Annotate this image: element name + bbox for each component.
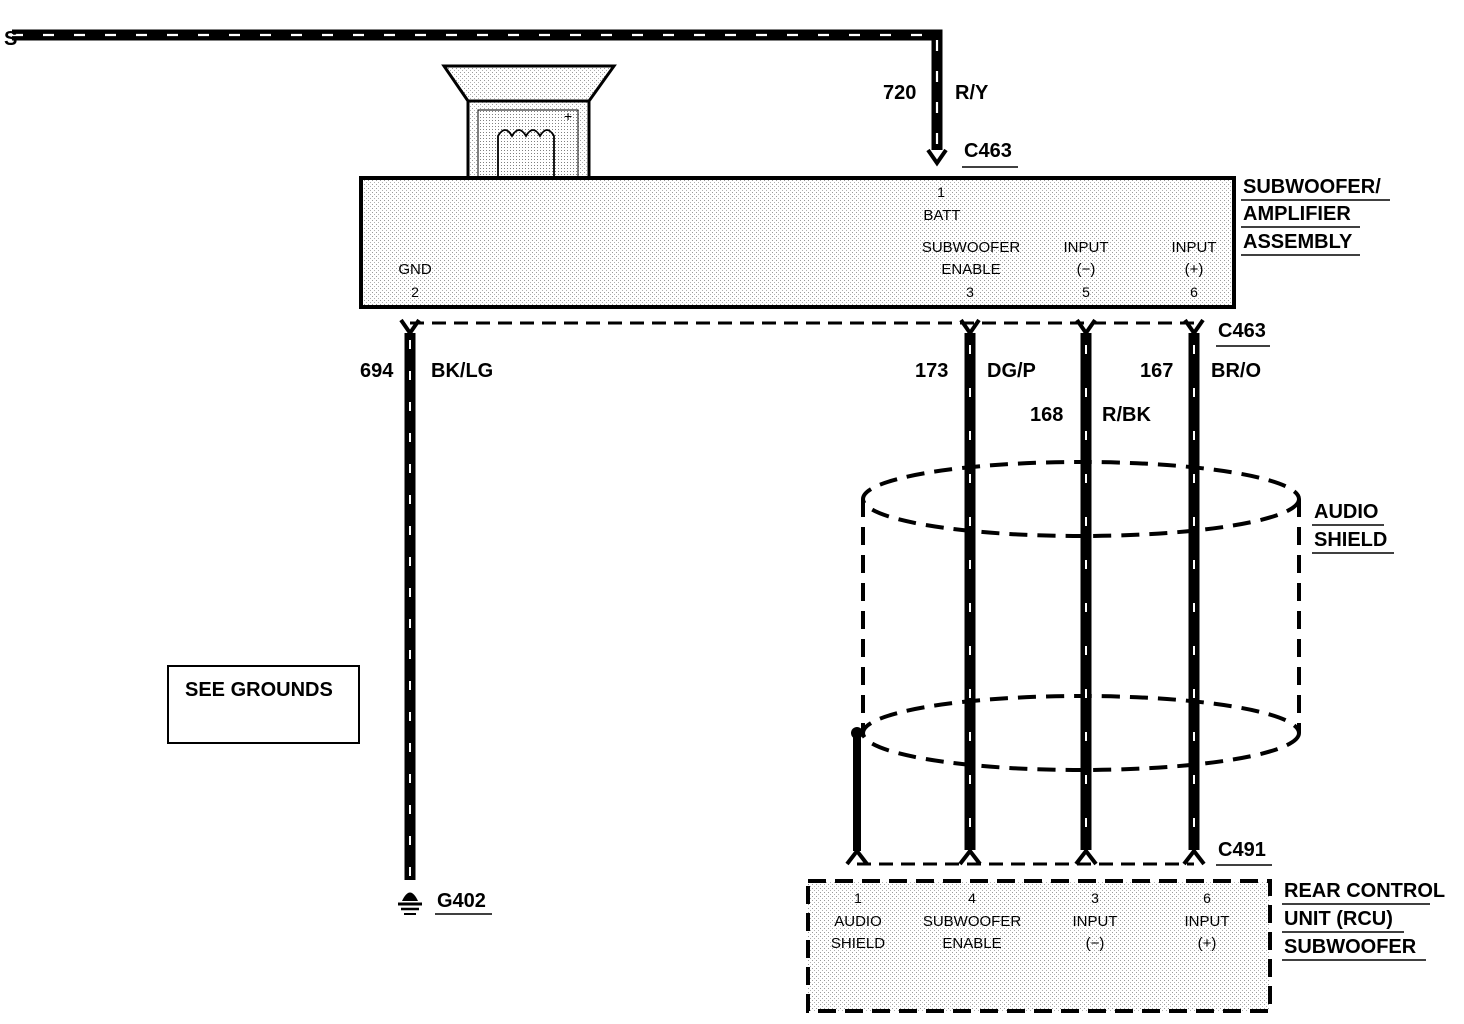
rcu-pin-input-neg-label2: (−) <box>1086 935 1105 952</box>
ground-id: G402 <box>437 890 486 912</box>
amp-title-line1: SUBWOOFER/ <box>1243 176 1381 198</box>
amp-feed-pin-chevron <box>926 148 948 167</box>
amp-title-line2: AMPLIFIER <box>1243 203 1351 225</box>
amp-feed-color: R/Y <box>955 82 989 104</box>
amp-pin-input-neg-label1: INPUT <box>1064 239 1109 256</box>
rcu-pin-input-pos-number: 6 <box>1203 890 1211 906</box>
amp-pin-sub-enable-number: 3 <box>966 284 974 300</box>
rcu-pin-sub-enable-label1: SUBWOOFER <box>923 913 1022 930</box>
amp-pin-input-pos-label1: INPUT <box>1172 239 1217 256</box>
amp-assembly-box <box>359 176 1236 309</box>
amp-pin-gnd-label: GND <box>398 261 432 278</box>
rcu-box <box>806 879 1272 1013</box>
amp-pin-input-neg-label2: (−) <box>1077 261 1096 278</box>
audio-shield-label2: SHIELD <box>1314 529 1387 551</box>
wire-173-sub-enable <box>958 318 982 866</box>
top-feed-wire <box>12 29 943 150</box>
see-grounds-label: SEE GROUNDS <box>185 679 333 701</box>
rcu-title-line1: REAR CONTROL <box>1284 880 1445 902</box>
c463-bottom-label: C463 <box>1218 320 1266 342</box>
amp-pin-input-pos-label2: (+) <box>1185 261 1204 278</box>
rcu-title-line2: UNIT (RCU) <box>1284 908 1393 930</box>
wire-167-color: BR/O <box>1211 360 1261 382</box>
top-feed-symbol: S <box>4 28 17 50</box>
rcu-pin-input-pos-label2: (+) <box>1198 935 1217 952</box>
wire-168-color: R/BK <box>1102 404 1151 426</box>
wire-167-circuit: 167 <box>1140 360 1173 382</box>
rcu-pin-input-neg-number: 3 <box>1091 890 1099 906</box>
see-grounds-box[interactable] <box>167 665 360 744</box>
amp-title-line3: ASSEMBLY <box>1243 231 1353 253</box>
ground-icon <box>398 892 422 915</box>
wire-694-color: BK/LG <box>431 360 493 382</box>
rcu-pin-audio-shield-label2: SHIELD <box>831 935 885 952</box>
wire-168-circuit: 168 <box>1030 404 1063 426</box>
wire-694-gnd <box>399 318 421 880</box>
rcu-pin-input-pos-label1: INPUT <box>1185 913 1230 930</box>
amp-pin-input-neg-number: 5 <box>1082 284 1090 300</box>
wire-168-input-neg <box>1074 318 1098 866</box>
wire-audio-shield-drain <box>845 727 869 866</box>
amp-pin-batt-label: BATT <box>923 207 960 224</box>
wire-694-circuit: 694 <box>360 360 394 382</box>
amp-pin-sub-enable-label2: ENABLE <box>941 261 1000 278</box>
c491-label: C491 <box>1218 839 1266 861</box>
rcu-pin-sub-enable-label2: ENABLE <box>942 935 1001 952</box>
amp-pin-input-pos-number: 6 <box>1190 284 1198 300</box>
audio-shield-label1: AUDIO <box>1314 501 1378 523</box>
rcu-pin-audio-shield-label1: AUDIO <box>834 913 882 930</box>
amp-feed-connector: C463 <box>964 140 1012 162</box>
speaker-icon: + <box>441 64 617 180</box>
rcu-pin-input-neg-label1: INPUT <box>1073 913 1118 930</box>
rcu-pin-audio-shield-number: 1 <box>854 890 862 906</box>
amp-pin-sub-enable-label1: SUBWOOFER <box>922 239 1021 256</box>
amp-feed-circuit: 720 <box>883 82 916 104</box>
svg-text:+: + <box>564 108 572 124</box>
amp-pin-gnd-number: 2 <box>411 284 419 300</box>
wire-167-input-pos <box>1182 318 1206 866</box>
wire-173-circuit: 173 <box>915 360 948 382</box>
wire-173-color: DG/P <box>987 360 1036 382</box>
rcu-title-line3: SUBWOOFER <box>1284 936 1417 958</box>
rcu-pin-sub-enable-number: 4 <box>968 890 976 906</box>
amp-pin-batt-number: 1 <box>937 184 945 200</box>
